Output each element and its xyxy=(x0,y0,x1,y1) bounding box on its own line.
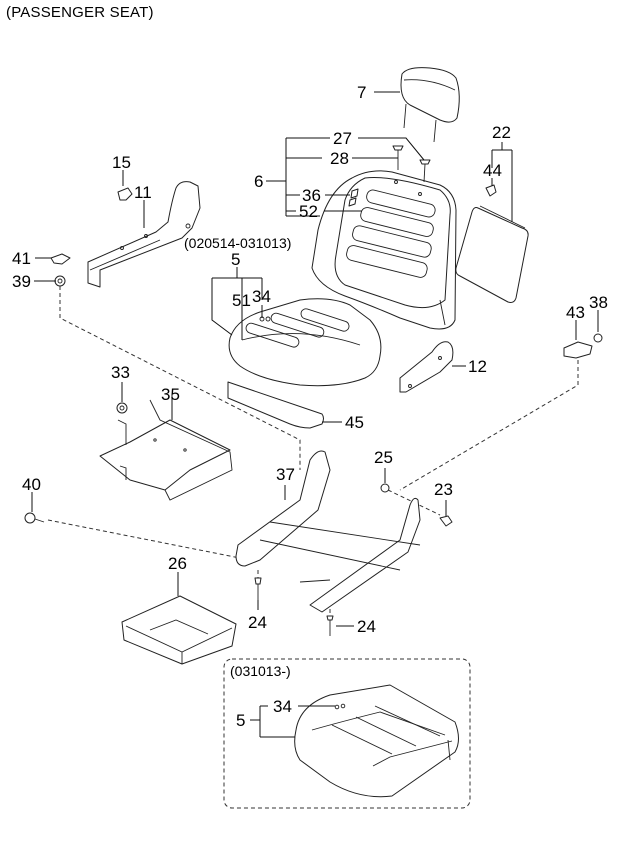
early-cushion-period-note: (020514-031013) xyxy=(184,235,291,251)
nut-33[interactable] xyxy=(116,402,128,414)
seat-cushion-early[interactable] xyxy=(228,298,382,387)
headrest[interactable] xyxy=(400,67,460,143)
callout-35[interactable]: 35 xyxy=(161,385,180,404)
nut-39[interactable] xyxy=(54,275,66,287)
callout-39[interactable]: 39 xyxy=(12,272,31,291)
recliner-cover-12[interactable] xyxy=(399,341,454,393)
leader-lines xyxy=(31,91,599,738)
bolt-24-right[interactable] xyxy=(326,615,334,636)
callout-27[interactable]: 27 xyxy=(333,129,352,148)
seatback[interactable] xyxy=(311,170,457,330)
callout-34-late[interactable]: 34 xyxy=(273,697,292,716)
callout-24-left[interactable]: 24 xyxy=(248,613,267,632)
callout-26[interactable]: 26 xyxy=(168,554,187,573)
callout-38[interactable]: 38 xyxy=(589,293,608,312)
callout-36[interactable]: 36 xyxy=(302,186,321,205)
late-cushion-period-note: (031013-) xyxy=(230,663,291,679)
callout-5-early[interactable]: 5 xyxy=(231,250,240,269)
belt-cover-43[interactable] xyxy=(563,341,593,359)
under-tray-26[interactable] xyxy=(121,595,237,665)
callout-15[interactable]: 15 xyxy=(112,153,131,172)
callout-6[interactable]: 6 xyxy=(254,172,263,191)
cushion-frame-35[interactable] xyxy=(99,399,233,501)
cap-41[interactable] xyxy=(50,253,71,265)
callout-33[interactable]: 33 xyxy=(111,363,130,382)
bolt-23[interactable] xyxy=(439,515,453,527)
callout-28[interactable]: 28 xyxy=(330,149,349,168)
callout-25[interactable]: 25 xyxy=(374,448,393,467)
screw-38[interactable] xyxy=(593,333,603,343)
callout-52[interactable]: 52 xyxy=(299,202,318,221)
back-board[interactable] xyxy=(455,205,529,303)
bolt-24-left[interactable] xyxy=(254,577,262,600)
callout-34-early[interactable]: 34 xyxy=(252,287,271,306)
callout-5-late[interactable]: 5 xyxy=(236,711,245,730)
callout-44[interactable]: 44 xyxy=(483,161,502,180)
callout-23[interactable]: 23 xyxy=(434,480,453,499)
front-trim-45[interactable] xyxy=(227,381,324,429)
bolt-40[interactable] xyxy=(24,512,45,524)
callout-11[interactable]: 11 xyxy=(134,183,152,202)
callout-43[interactable]: 43 xyxy=(566,303,585,322)
back-board-clip-44[interactable] xyxy=(485,184,497,197)
callout-12[interactable]: 12 xyxy=(468,357,487,376)
seat-track-37[interactable] xyxy=(235,450,421,613)
callout-37[interactable]: 37 xyxy=(276,465,295,484)
seat-cushion-late[interactable] xyxy=(294,684,459,798)
callout-24-right[interactable]: 24 xyxy=(357,617,376,636)
callout-22[interactable]: 22 xyxy=(492,123,511,142)
side-cover[interactable] xyxy=(87,181,201,288)
nut-25[interactable] xyxy=(380,483,390,493)
callout-41[interactable]: 41 xyxy=(12,249,31,268)
late-cushion-variant-box xyxy=(223,658,471,809)
headrest-guide-28[interactable] xyxy=(392,145,404,170)
diagram-title: (PASSENGER SEAT) xyxy=(6,4,154,21)
seatback-clip-36[interactable] xyxy=(348,188,359,207)
cushion-clip-34-late[interactable] xyxy=(334,703,346,710)
headrest-guide-27[interactable] xyxy=(419,159,431,183)
callout-45[interactable]: 45 xyxy=(345,413,364,432)
clip-15[interactable] xyxy=(117,187,133,201)
callout-40[interactable]: 40 xyxy=(22,475,41,494)
callout-51[interactable]: 51 xyxy=(232,291,251,310)
callout-7[interactable]: 7 xyxy=(357,83,366,102)
